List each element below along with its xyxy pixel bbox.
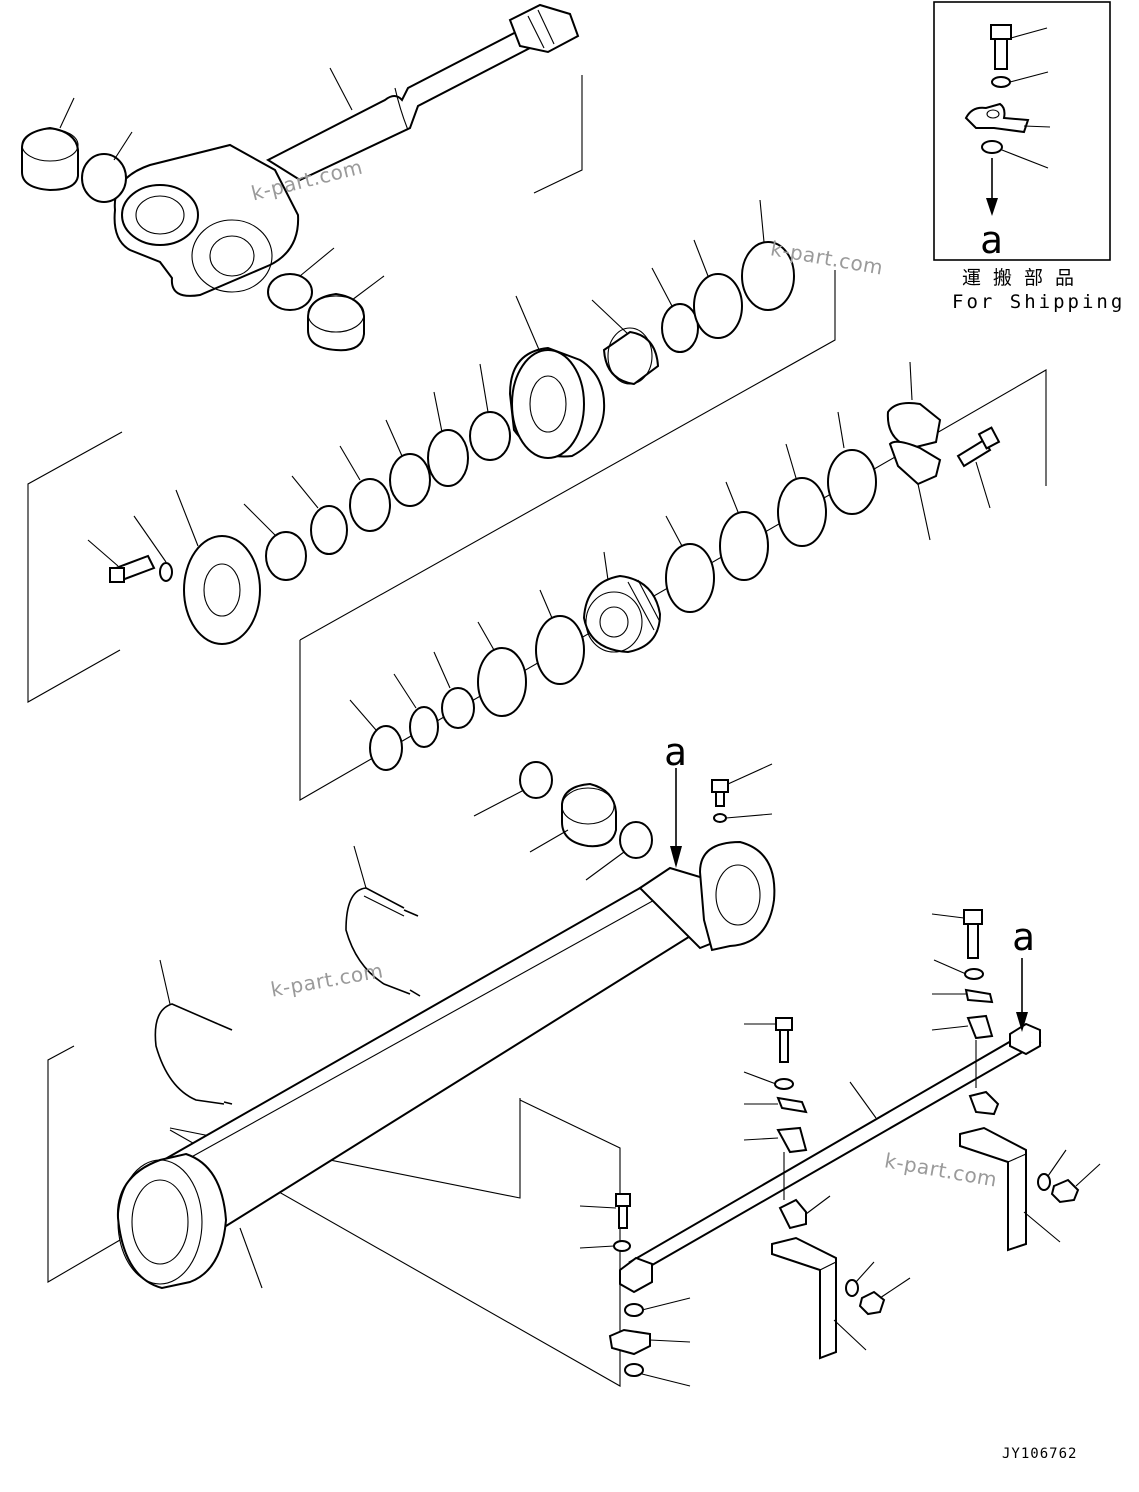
clamp-set-left xyxy=(743,1017,831,1230)
inset-label-english: For Shipping xyxy=(952,291,1126,313)
piston-ring-split-1 xyxy=(477,621,527,717)
rod-eye-seal-right xyxy=(267,247,335,311)
support-bracket-left xyxy=(771,1236,911,1360)
hose-band-lower xyxy=(154,959,233,1105)
piston-ring-4 xyxy=(665,515,715,613)
piston-nut xyxy=(886,361,942,541)
rod-eye-seal-left xyxy=(81,131,133,203)
head-seal-rings xyxy=(243,363,511,581)
tube-eye-seal-1 xyxy=(473,761,553,817)
rod-eye-bushing-left xyxy=(21,97,79,192)
center-ref-arrow xyxy=(670,768,682,868)
piston-ring-5 xyxy=(719,481,769,581)
support-bracket-right xyxy=(959,1126,1101,1252)
head-flange xyxy=(175,489,261,645)
pipe-ref-arrow xyxy=(1016,958,1028,1032)
piston-ring-small-2 xyxy=(393,673,439,748)
inset-label-japanese: 運搬部品 xyxy=(962,267,1087,289)
tube-eye-seal-2 xyxy=(585,821,653,881)
inset-plug xyxy=(981,140,1049,169)
cylinder-tube-group xyxy=(47,840,776,1387)
head-ring-2 xyxy=(693,239,743,339)
pipe-reference-letter: a xyxy=(1012,915,1035,959)
clamp-set-right xyxy=(931,909,1000,1116)
piston-ring-small-1 xyxy=(349,699,403,771)
cylinder-head-group xyxy=(27,199,836,703)
pipe-flange-parts xyxy=(579,1193,691,1387)
inset-reference-letter: a xyxy=(980,218,1003,262)
head-washer xyxy=(133,515,173,582)
inset-clamp xyxy=(964,102,1051,134)
cylinder-head xyxy=(508,295,606,459)
piston-rod-group xyxy=(21,3,583,352)
piston-screw xyxy=(956,426,1001,509)
piston-group xyxy=(299,361,1047,801)
piston-ring-split-2 xyxy=(535,589,585,685)
piston-ring-small-3 xyxy=(433,651,475,729)
inset-bolt xyxy=(990,24,1048,70)
grease-bolt xyxy=(711,763,773,823)
drawing-code: JY106762 xyxy=(1002,1446,1078,1462)
head-bushing xyxy=(591,299,660,386)
piston-ring-7 xyxy=(827,411,877,515)
shipping-inset xyxy=(933,1,1111,261)
rod-eye-bushing-right xyxy=(307,275,385,352)
hose-band-upper xyxy=(345,845,421,997)
piston-ring-6 xyxy=(777,443,827,547)
head-ring-1 xyxy=(651,267,699,353)
head-ring-3 xyxy=(741,199,795,311)
center-reference-letter: a xyxy=(664,730,687,774)
inset-arrow xyxy=(986,158,998,216)
pipe-group xyxy=(619,958,1042,1294)
piston xyxy=(582,551,662,654)
head-bolt xyxy=(87,539,156,583)
inset-washer xyxy=(991,71,1049,88)
tube-eye-bushing xyxy=(529,782,617,853)
